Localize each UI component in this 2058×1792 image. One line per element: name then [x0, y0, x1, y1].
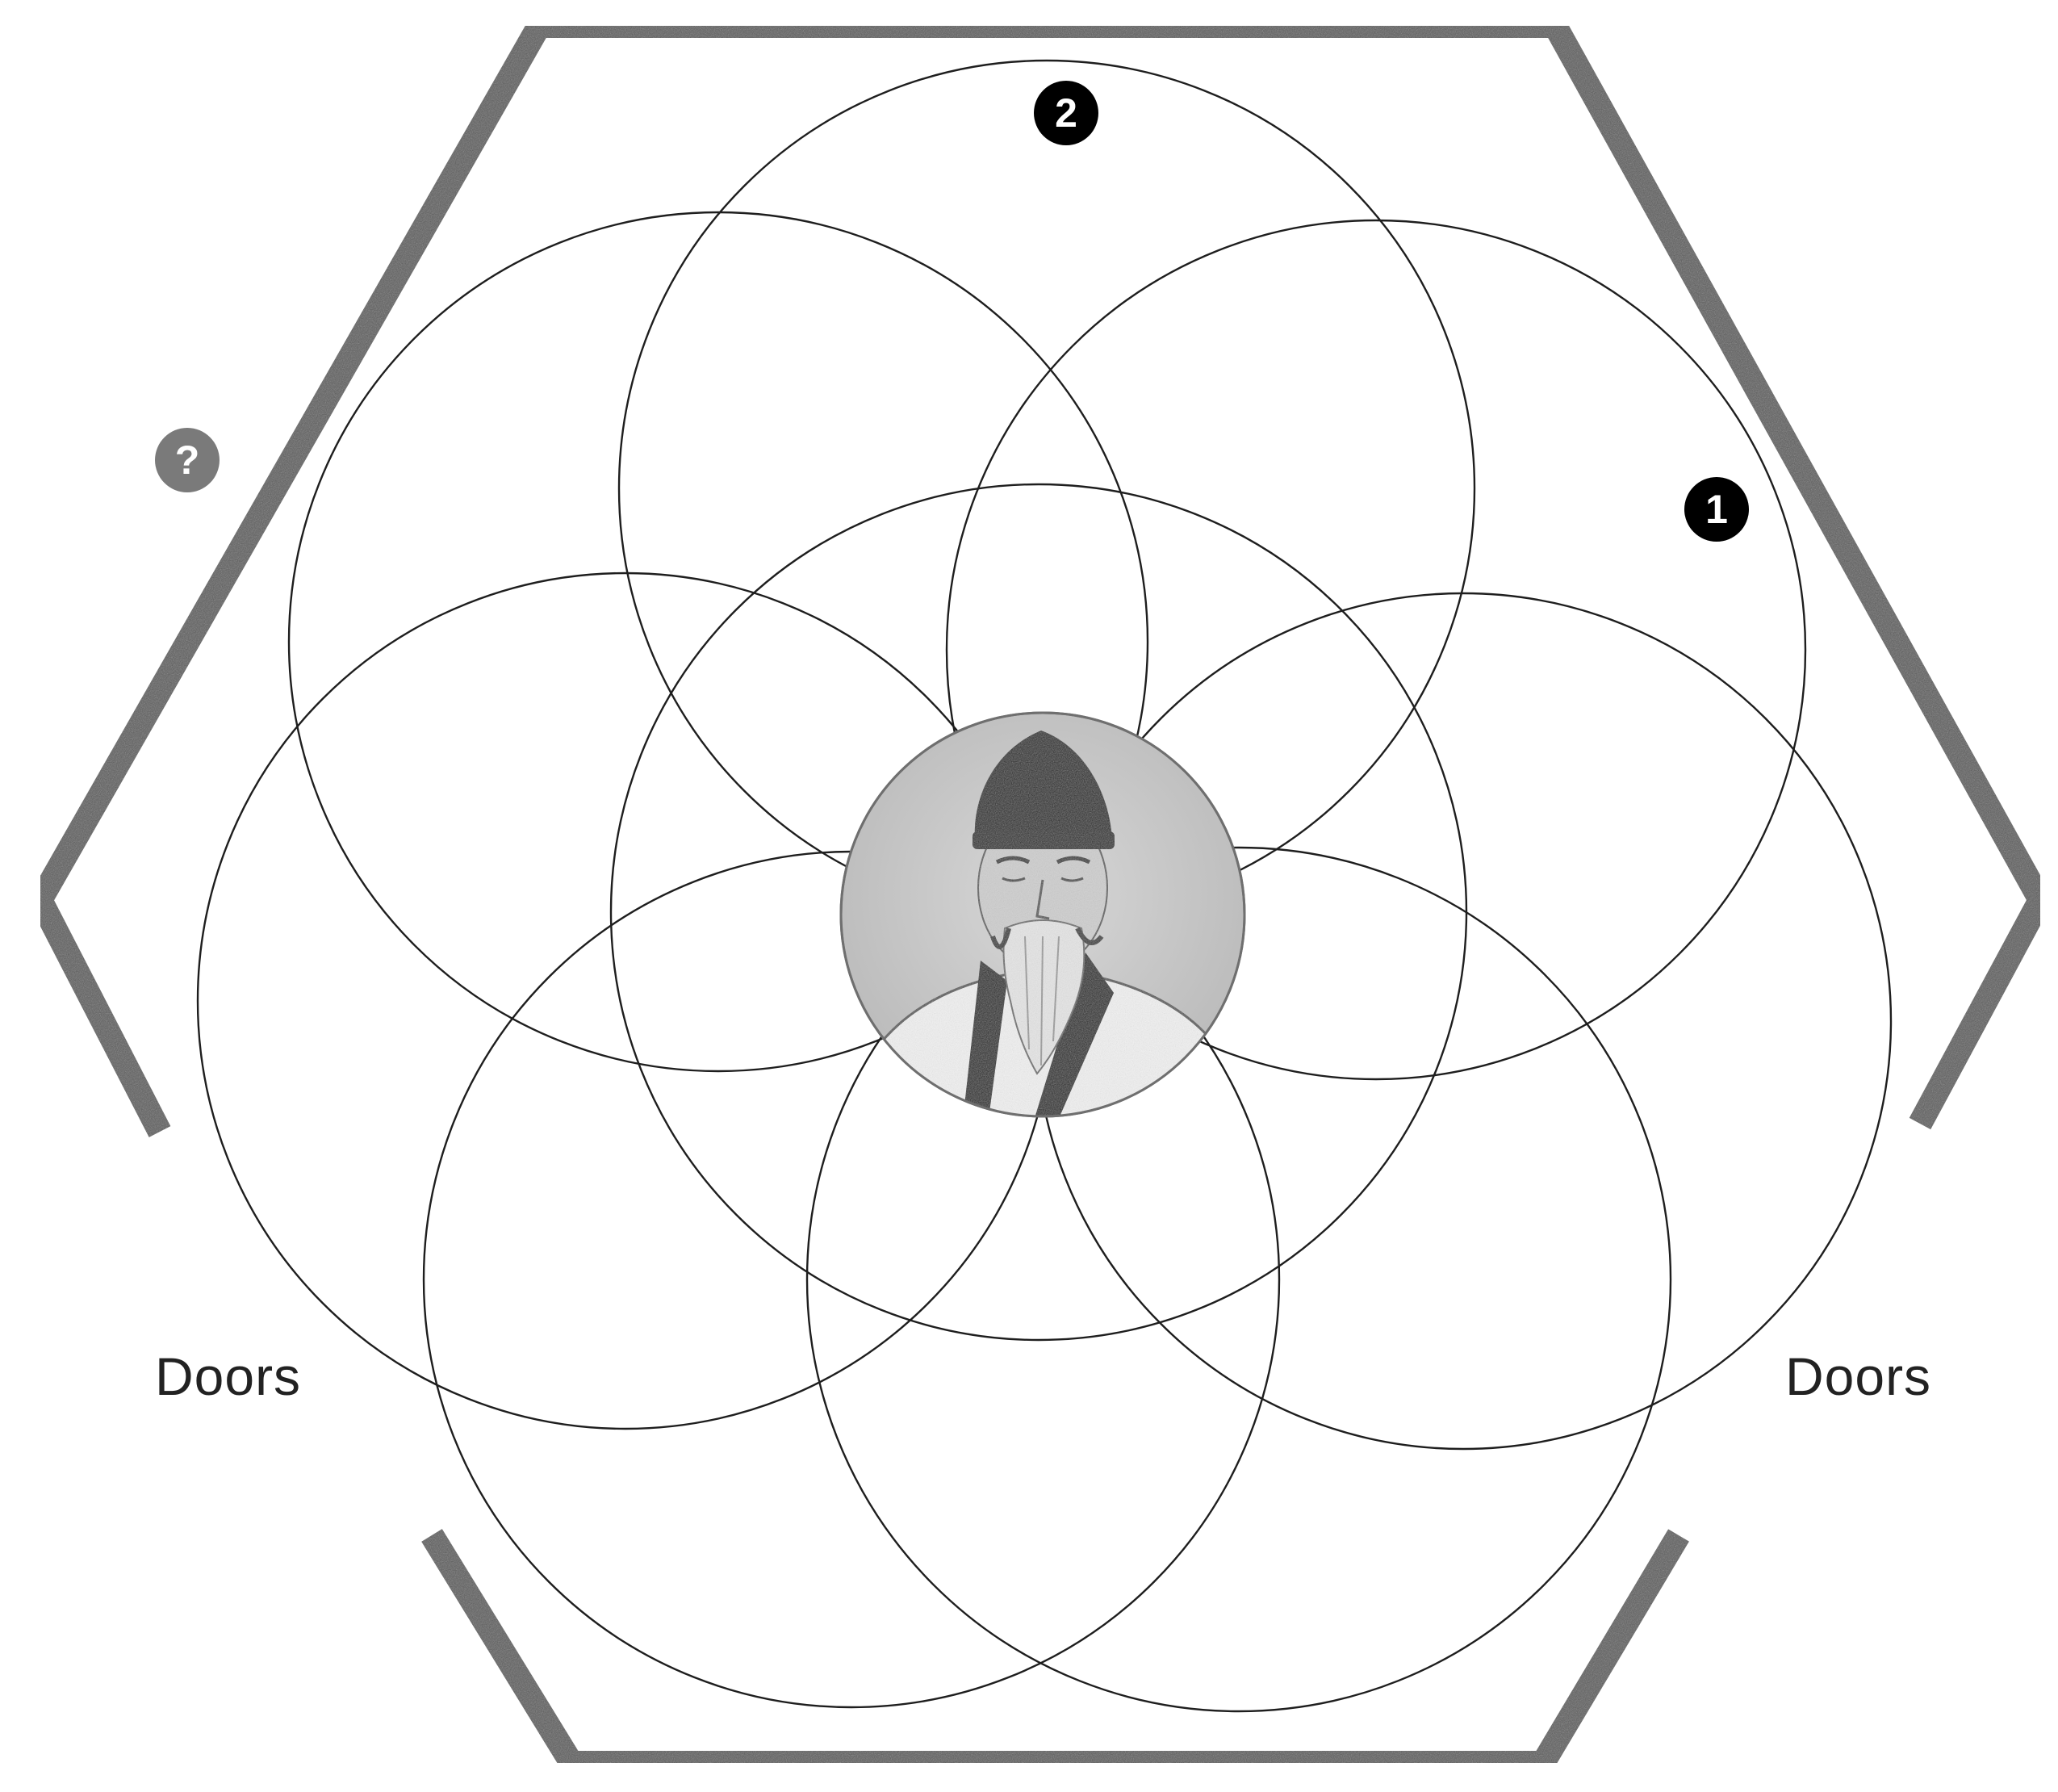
door-label-right: Doors: [1785, 1350, 1931, 1403]
portrait-of-robed-elder-icon: [841, 713, 1244, 1146]
marker-1-badge[interactable]: 1: [1684, 477, 1749, 542]
wall-lower: [432, 1535, 1679, 1763]
marker-2-badge[interactable]: 2: [1034, 81, 1098, 145]
question-mark-icon[interactable]: ?: [155, 428, 220, 492]
door-label-left: Doors: [155, 1350, 301, 1403]
